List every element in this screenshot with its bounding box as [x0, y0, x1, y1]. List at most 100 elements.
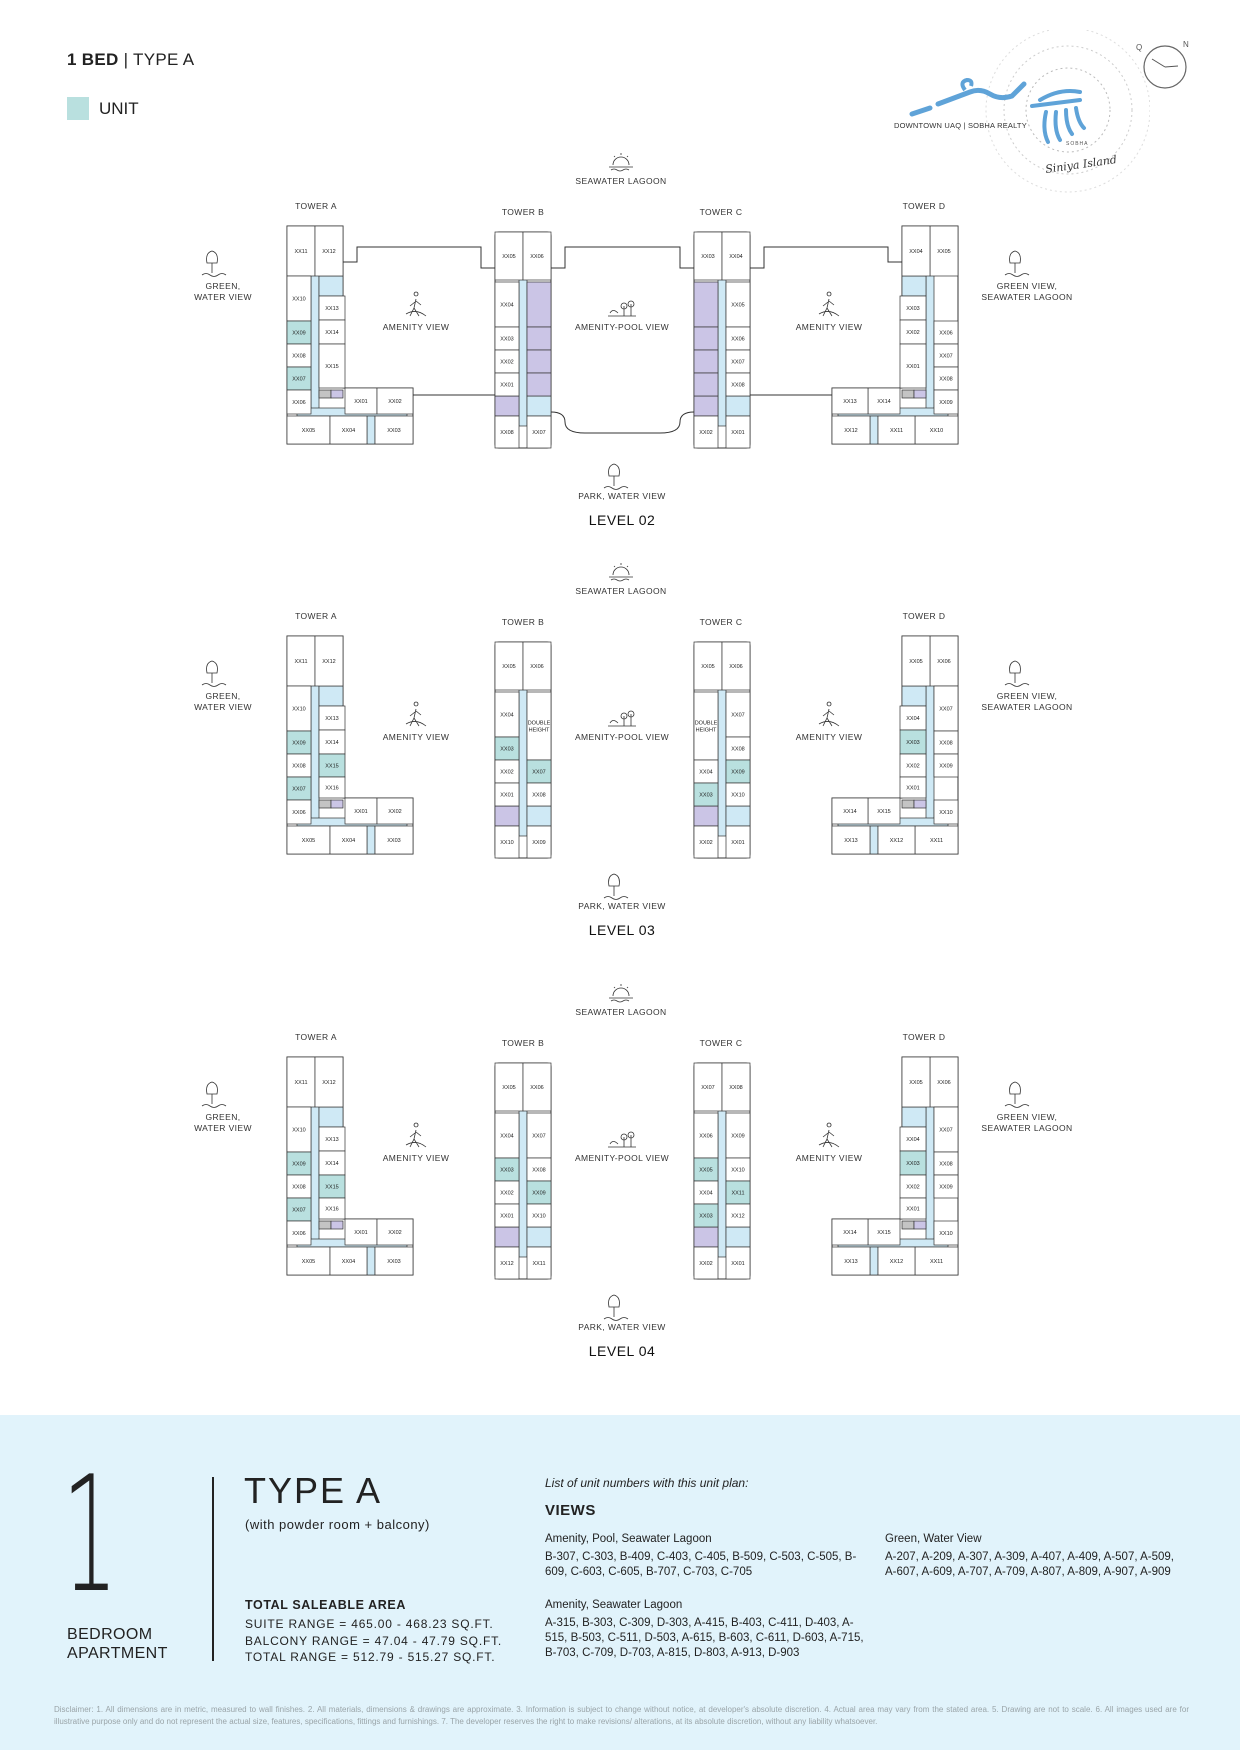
unit [376, 387, 414, 415]
service-room [913, 1220, 927, 1230]
unit-label: XX12 [322, 659, 335, 665]
unit [725, 1112, 751, 1159]
tower-plan-d: XX06XX05XX07XX08XX09XX10XX04XX03XX02XX01… [831, 1056, 959, 1276]
unit [831, 1218, 869, 1246]
corridor [717, 275, 727, 427]
unit-label: XX05 [937, 249, 950, 255]
service-room [494, 805, 520, 827]
unit [929, 635, 959, 687]
unit-label: XX01 [906, 786, 919, 792]
unit-label: XX02 [500, 770, 513, 776]
view-seawater-lagoon: SEAWATER LAGOON [575, 1007, 667, 1017]
unit [314, 225, 344, 277]
unit [494, 231, 524, 281]
view-left-line2: WATER VIEW [194, 1123, 252, 1133]
unit-highlighted [693, 782, 719, 807]
unit-label: XX03 [699, 793, 712, 799]
unit-label: XX03 [906, 740, 919, 746]
amenity-block [526, 281, 552, 328]
unit-label: XX09 [292, 1162, 305, 1168]
unit [329, 825, 368, 855]
unit-label: XX13 [325, 306, 338, 312]
amenity-block [693, 349, 719, 374]
unit-label: XX13 [844, 838, 857, 844]
view-left-line1: GREEN, [205, 281, 241, 291]
unit [831, 797, 869, 825]
unit-label: XX04 [342, 428, 355, 434]
unit-label: XX08 [731, 747, 744, 753]
unit [318, 1150, 346, 1176]
service-room [494, 395, 520, 417]
unit-label: XX08 [500, 430, 513, 436]
unit-label: XX02 [500, 360, 513, 366]
unit-label: XX02 [906, 330, 919, 336]
unit [693, 1246, 719, 1280]
unit-label: XX06 [292, 1231, 305, 1237]
unit [725, 691, 751, 738]
unit-label: XX04 [342, 1259, 355, 1265]
unit-label: XX09 [731, 1134, 744, 1140]
unit [721, 231, 751, 281]
corridor [366, 1246, 376, 1276]
unit-label: XX05 [502, 1085, 515, 1091]
unit [494, 281, 520, 328]
unit [522, 231, 552, 281]
corridor [518, 685, 528, 837]
suite-range: SUITE RANGE = 465.00 - 468.23 SQ.FT. [245, 1617, 494, 1631]
view-group-title: Green, Water View [885, 1533, 982, 1545]
pool-trees-icon [608, 1131, 636, 1148]
unit-label: XX08 [939, 377, 952, 383]
title-separator: | [123, 50, 129, 69]
unit-label: XX11 [930, 1259, 943, 1265]
unit-label: XX07 [939, 354, 952, 360]
view-amenity-left: AMENITY VIEW [382, 732, 450, 742]
lift-lobby [318, 275, 344, 297]
service-room [330, 799, 344, 809]
project-logo [909, 30, 1150, 193]
unit-label: XX06 [530, 254, 543, 260]
unit [318, 343, 346, 389]
unit-label: XX10 [532, 1214, 545, 1220]
view-left-line2: WATER VIEW [194, 702, 252, 712]
service-room [913, 389, 927, 399]
unit-label: XX07 [532, 770, 545, 776]
unit [899, 1126, 927, 1152]
unit-label: XX02 [388, 1230, 401, 1236]
view-park-water: PARK, WATER VIEW [578, 1322, 666, 1332]
unit [933, 753, 959, 778]
unit [877, 825, 916, 855]
unit [929, 225, 959, 277]
unit-type-title: TYPE A [244, 1470, 383, 1511]
unit [494, 825, 520, 859]
view-group-amenity-lagoon: Amenity, Seawater Lagoon A-315, B-303, C… [545, 1598, 875, 1661]
unit-label: XX11 [294, 659, 307, 665]
unit-label: XX05 [909, 659, 922, 665]
amenity-block [693, 372, 719, 397]
unit [286, 275, 312, 322]
service-room [330, 389, 344, 399]
unit-label: XX01 [906, 1207, 919, 1213]
unit [877, 415, 916, 445]
unit [914, 825, 959, 855]
unit [329, 1246, 368, 1276]
unit-label: XX11 [890, 428, 903, 434]
unit-label: XX10 [292, 297, 305, 303]
tower-label: TOWER B [501, 1038, 545, 1048]
view-seawater-lagoon: SEAWATER LAGOON [575, 176, 667, 186]
corridor [366, 415, 376, 445]
unit-label: XX08 [731, 383, 744, 389]
unit-label: XX08 [939, 1162, 952, 1168]
unit [899, 343, 927, 389]
view-left-line1: GREEN, [205, 1112, 241, 1122]
view-left-line1: GREEN, [205, 691, 241, 701]
tower-label: TOWER A [295, 1032, 337, 1042]
unit [693, 825, 719, 859]
podium-outline [550, 411, 695, 434]
unit-label: XX02 [388, 399, 401, 405]
compass-q: Q [1136, 43, 1143, 52]
unit-label: XX01 [500, 1214, 513, 1220]
